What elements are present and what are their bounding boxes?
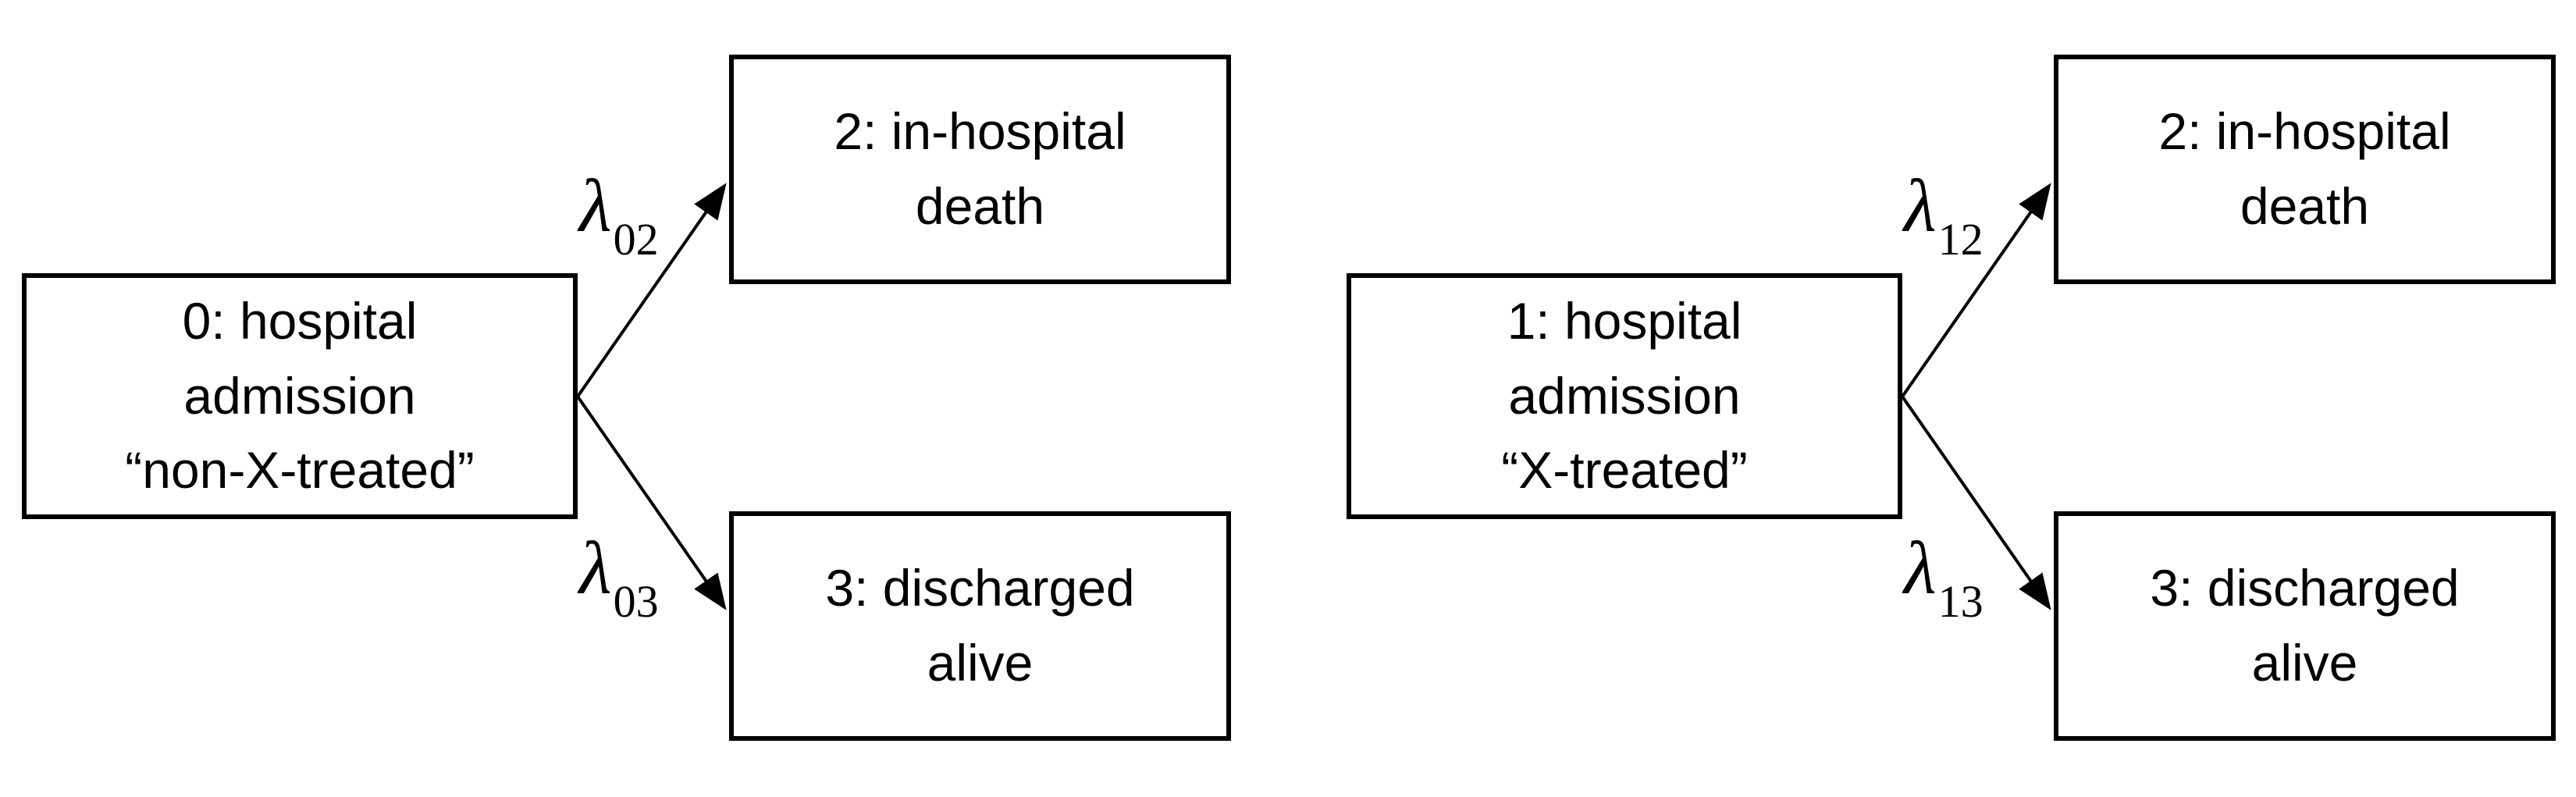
state-2-label-line2: death	[2240, 177, 2370, 235]
state-3-label-line2: alive	[2251, 634, 2358, 692]
rate-label-lambda-02: λ02	[579, 162, 659, 265]
state-0-label-line2: admission	[183, 366, 416, 425]
lambda-symbol: λ	[579, 526, 612, 610]
state-3-label-line1: 3: discharged	[825, 559, 1135, 617]
lambda-symbol: λ	[1904, 526, 1937, 610]
state-box-2-in-hospital-death-left: 2: in-hospital death	[729, 55, 1231, 284]
state-2-label-line2: death	[915, 177, 1045, 235]
state-box-1-admission-x-treated: 1: hospital admission “X-treated”	[1347, 273, 1902, 519]
state-3-label-line1: 3: discharged	[2150, 559, 2460, 617]
lambda-symbol: λ	[1904, 164, 1937, 247]
rate-label-lambda-03: λ03	[579, 525, 659, 628]
state-box-3-discharged-alive-left: 3: discharged alive	[729, 511, 1231, 741]
state-1-label-line1: 1: hospital	[1507, 291, 1742, 350]
state-box-0-admission-non-x-treated: 0: hospital admission “non-X-treated”	[22, 273, 578, 519]
state-0-label-line1: 0: hospital	[182, 291, 418, 350]
lambda-symbol: λ	[579, 164, 612, 247]
state-2-label-line1: 2: in-hospital	[834, 102, 1126, 161]
diagram-x-treated: 1: hospital admission “X-treated” 2: in-…	[1325, 0, 2576, 797]
lambda-subscript: 12	[1937, 214, 1984, 265]
lambda-subscript: 03	[613, 576, 659, 627]
rate-label-lambda-13: λ13	[1904, 525, 1984, 628]
state-0-label-line3: “non-X-treated”	[125, 441, 475, 500]
lambda-subscript: 13	[1937, 576, 1984, 627]
state-1-label-line2: admission	[1508, 366, 1741, 425]
lambda-subscript: 02	[613, 214, 659, 265]
state-box-2-in-hospital-death-right: 2: in-hospital death	[2054, 55, 2556, 284]
state-3-label-line2: alive	[927, 634, 1034, 692]
diagram-non-x-treated: 0: hospital admission “non-X-treated” 2:…	[0, 0, 1251, 797]
rate-label-lambda-12: λ12	[1904, 162, 1984, 265]
state-2-label-line1: 2: in-hospital	[2158, 102, 2451, 161]
state-box-3-discharged-alive-right: 3: discharged alive	[2054, 511, 2556, 741]
state-1-label-line3: “X-treated”	[1501, 441, 1748, 500]
